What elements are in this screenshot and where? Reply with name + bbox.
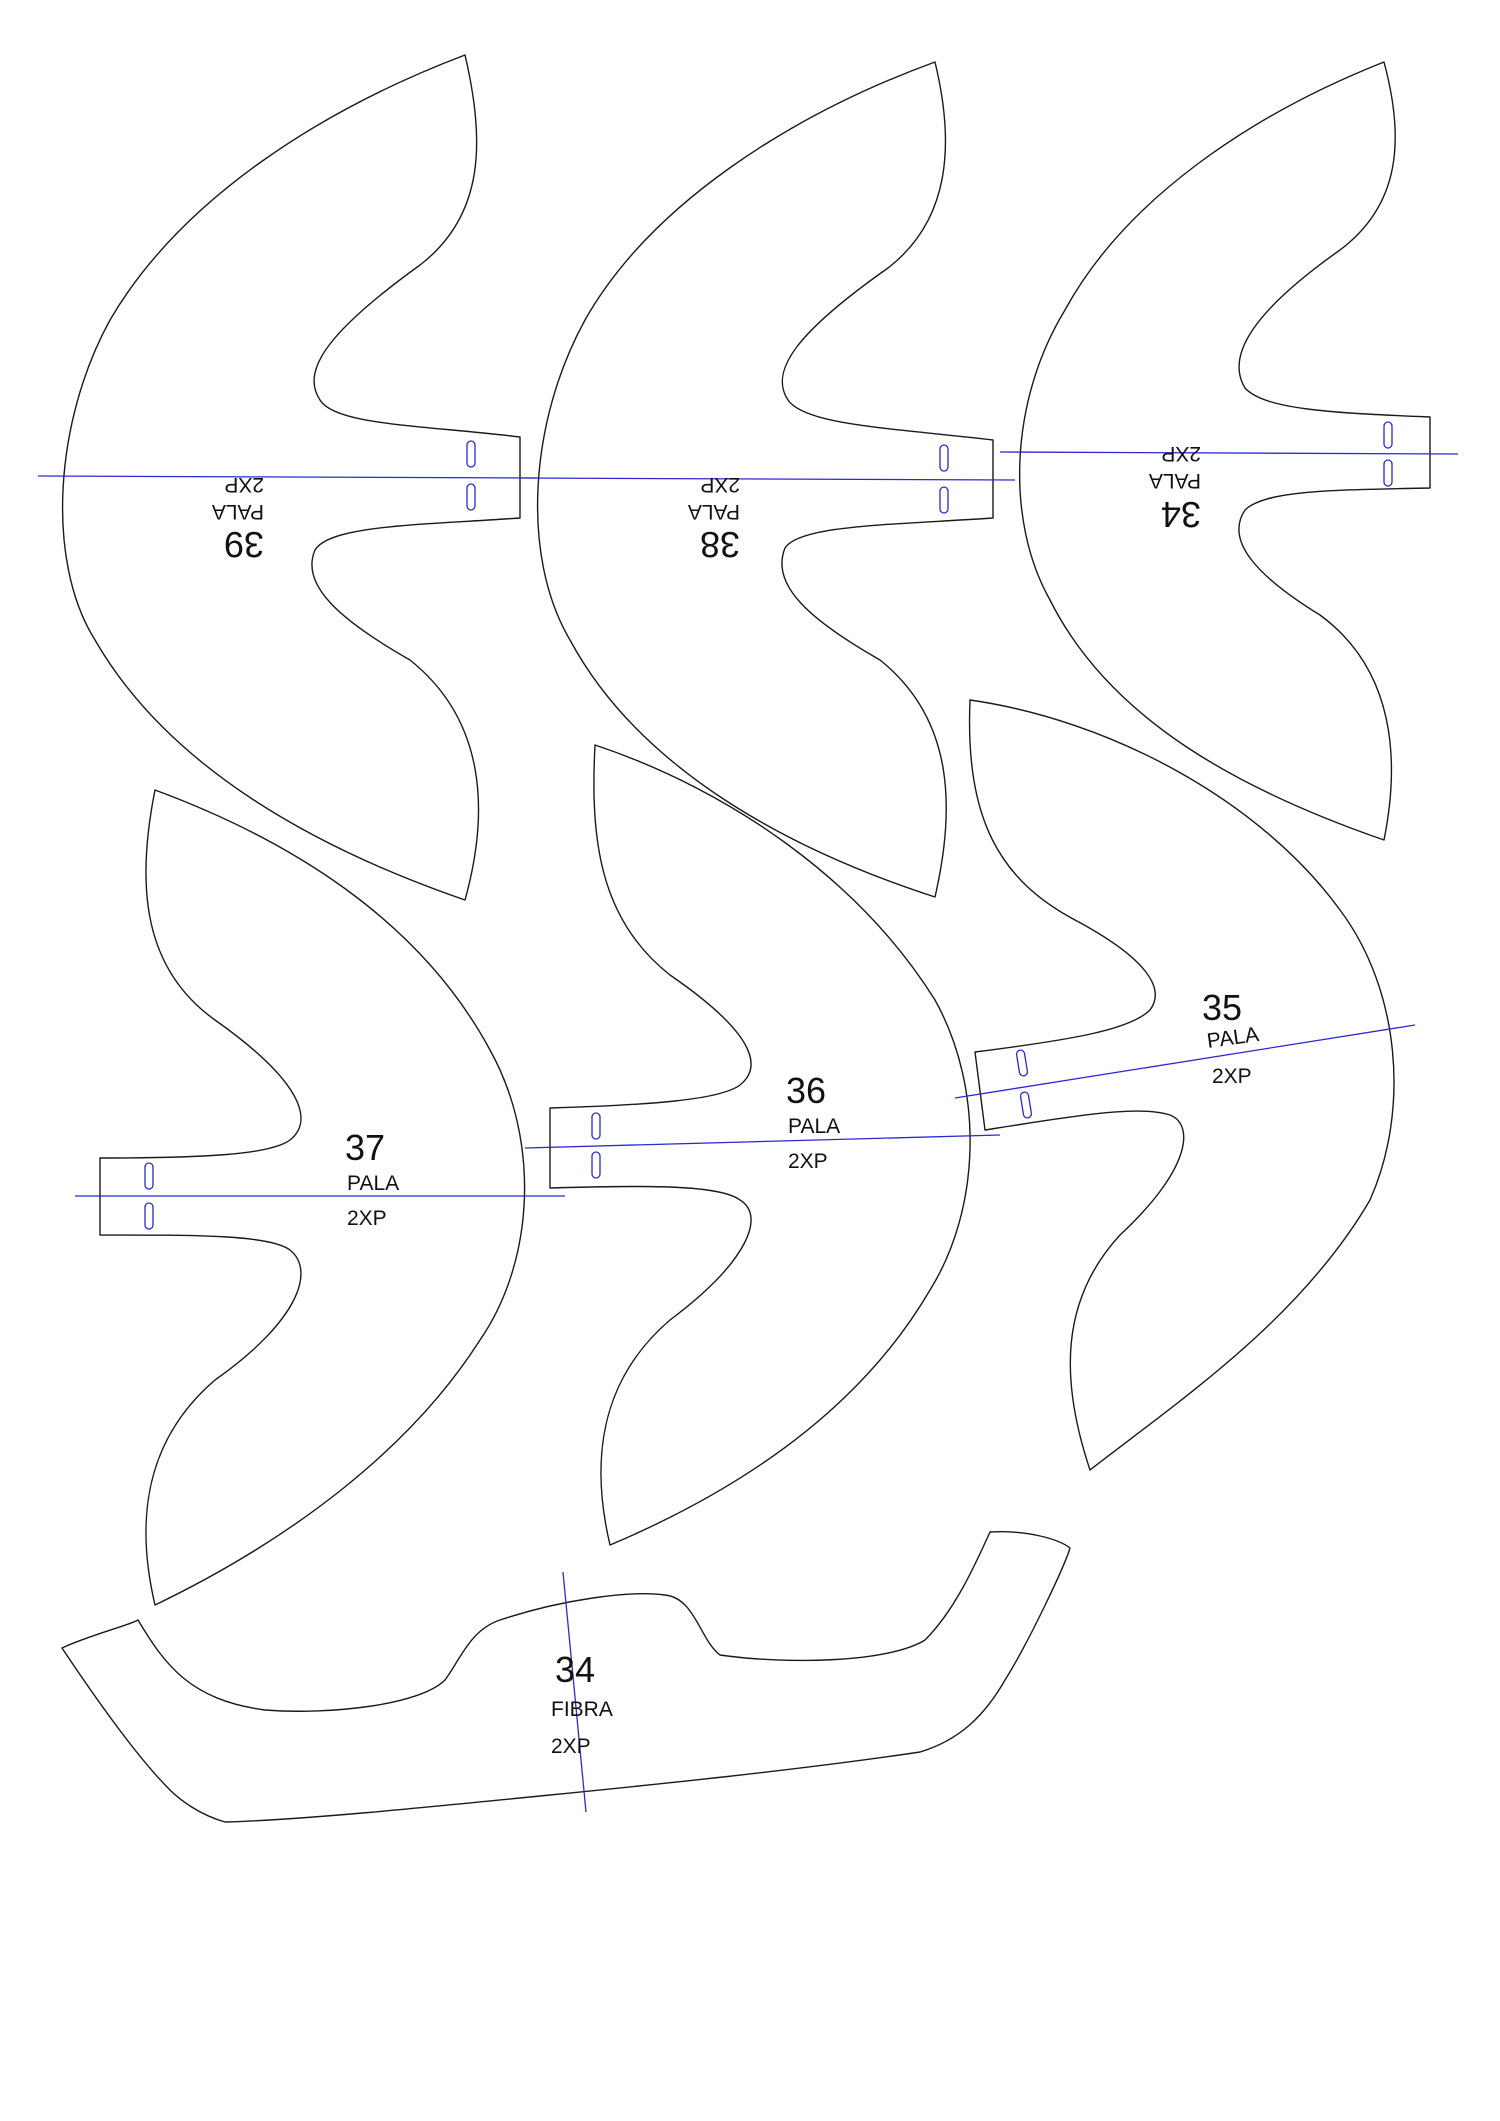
piece-size: 38	[700, 524, 740, 565]
notch-slot	[1015, 1049, 1029, 1077]
piece-material: PALA	[347, 1172, 399, 1195]
notch-slot	[144, 1162, 154, 1190]
pattern-piece-34-fibra: 34 FIBRA 2XP	[61, 1531, 1071, 1823]
piece-outline	[536, 61, 994, 898]
axis-line	[954, 1024, 1416, 1099]
axis-line	[999, 451, 1459, 455]
piece-size: 39	[224, 524, 264, 565]
pattern-piece-38: 2XP PALA 38	[519, 61, 1016, 898]
piece-size: 36	[786, 1070, 826, 1111]
pattern-piece-36: 36 PALA 2XP	[524, 744, 1001, 1546]
piece-outline	[968, 699, 1395, 1471]
axis-line	[562, 1571, 587, 1813]
piece-quantity: 2XP	[1161, 442, 1201, 465]
piece-material: PALA	[788, 1115, 840, 1138]
piece-quantity: 2XP	[551, 1735, 591, 1758]
piece-size: 34	[1161, 494, 1201, 535]
pattern-piece-39: 2XP PALA 39	[37, 54, 541, 901]
piece-material: PALA	[688, 500, 740, 523]
piece-outline	[1018, 61, 1431, 841]
notch-slot	[466, 440, 476, 468]
notch-slot	[939, 486, 949, 514]
piece-quantity: 2XP	[1212, 1065, 1252, 1088]
pattern-piece-34-pala: 2XP PALA 34	[999, 61, 1459, 841]
axis-line	[524, 1134, 1001, 1149]
notch-slot	[591, 1151, 601, 1179]
piece-material: PALA	[1149, 469, 1201, 492]
pattern-piece-35: 35 PALA 2XP	[954, 699, 1416, 1471]
pattern-piece-37: 37 PALA 2XP	[75, 789, 565, 1606]
piece-outline	[61, 54, 521, 901]
notch-slot	[144, 1202, 154, 1230]
piece-size: 34	[555, 1649, 595, 1690]
axis-line	[37, 475, 541, 479]
piece-material: FIBRA	[551, 1698, 613, 1721]
axis-line	[519, 477, 1016, 481]
piece-material: PALA	[212, 500, 264, 523]
piece-quantity: 2XP	[700, 473, 740, 496]
piece-quantity: 2XP	[347, 1207, 387, 1230]
piece-outline	[549, 744, 971, 1546]
piece-outline	[61, 1531, 1071, 1823]
notch-slot	[591, 1112, 601, 1140]
notch-slot	[1383, 459, 1393, 487]
notch-slot	[1383, 421, 1393, 449]
piece-size: 37	[345, 1127, 385, 1168]
notch-slot	[1019, 1091, 1033, 1119]
piece-quantity: 2XP	[224, 473, 264, 496]
piece-size: 35	[1202, 987, 1242, 1028]
piece-outline	[99, 789, 526, 1606]
piece-quantity: 2XP	[788, 1150, 828, 1173]
notch-slot	[939, 444, 949, 472]
notch-slot	[466, 483, 476, 511]
